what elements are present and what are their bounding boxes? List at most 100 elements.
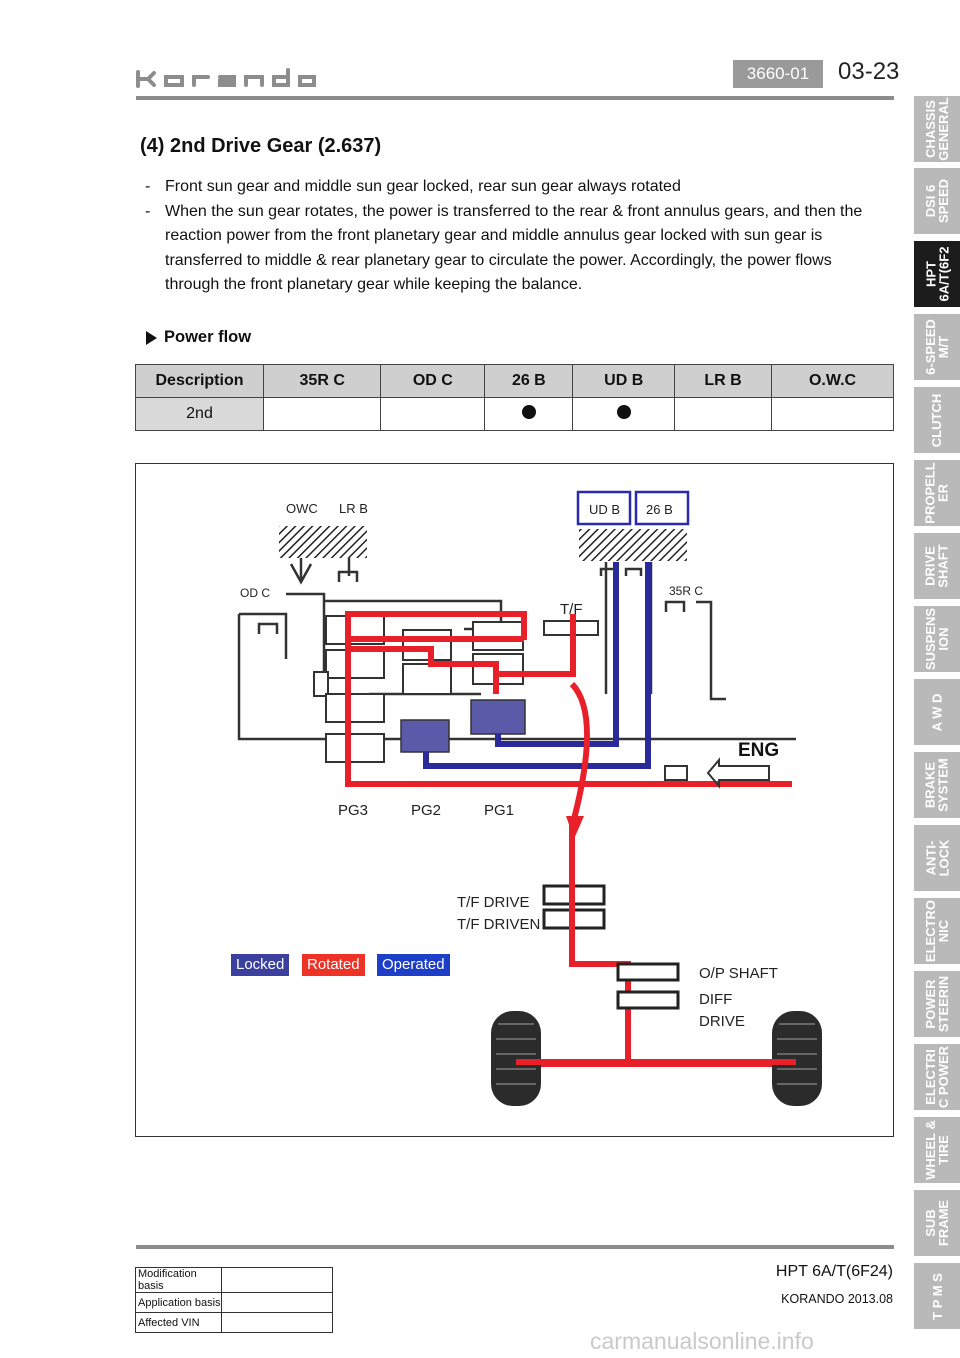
side-tab-label: ANTI-LOCK (923, 839, 951, 877)
35rc-label: 35R C (669, 584, 703, 598)
bullet-dash: - (145, 178, 151, 195)
tf-label: T/F (560, 601, 583, 618)
pg3-ring (325, 649, 385, 679)
engagement-cell (771, 397, 894, 431)
tf-drive-label: T/F DRIVE (457, 894, 530, 911)
side-tab-clutch[interactable]: CLUTCH (914, 387, 960, 453)
eng-label: ENG (738, 740, 779, 761)
pg2-sun-locked (400, 719, 450, 753)
header-divider (136, 96, 894, 100)
power-flow-heading: Power flow (146, 328, 251, 347)
bullet-item: - When the sun gear rotates, the power i… (145, 200, 885, 298)
column-header: 35R C (262, 364, 382, 398)
triangle-right-icon (146, 330, 157, 345)
korando-logo (136, 64, 316, 92)
pg2-ring (402, 663, 452, 695)
pg1-label: PG1 (484, 802, 514, 819)
pg2-ring (402, 629, 452, 661)
pg3-ring (325, 733, 385, 763)
column-header: LR B (673, 364, 773, 398)
legend-operated: Operated (377, 954, 450, 976)
pg3-ring (325, 693, 385, 723)
mod-value (221, 1267, 333, 1293)
pg2-label: PG2 (411, 802, 441, 819)
power-flow-heading-text: Power flow (164, 328, 252, 346)
drive-label: DRIVE (699, 1013, 745, 1030)
pg3-label: PG3 (338, 802, 368, 819)
side-tab-label: A W D (929, 693, 945, 731)
column-header: 26 B (484, 364, 574, 398)
side-tab-label: WHEEL &TIRE (923, 1120, 951, 1180)
column-header: OD C (380, 364, 486, 398)
engagement-cell (262, 397, 382, 431)
bullet-text: When the sun gear rotates, the power is … (165, 202, 863, 294)
ground-hatch (579, 529, 687, 561)
column-header: Description (135, 364, 264, 398)
engagement-cell (380, 397, 486, 431)
table-row: Application basis (135, 1292, 333, 1313)
lrb-label: LR B (339, 501, 368, 516)
odc-label: OD C (240, 586, 270, 600)
side-tab-anti-lock[interactable]: ANTI-LOCK (914, 825, 960, 891)
26b-box (634, 490, 690, 526)
mod-value (221, 1292, 333, 1313)
transmission-schematic: OWC LR B UD B 26 B OD C 35R C T/F ENG PG… (237, 490, 822, 1106)
engaged-dot-icon (521, 404, 536, 419)
power-flow-diagram: OWC LR B UD B 26 B OD C 35R C T/F ENG PG… (135, 463, 894, 1137)
diff-label: DIFF (699, 991, 732, 1008)
modification-table: Modification basis Application basis Aff… (135, 1267, 333, 1333)
footer-divider (136, 1245, 894, 1249)
udb-box (576, 490, 632, 526)
footer-model: KORANDO 2013.08 (781, 1292, 893, 1306)
right-wheel (772, 1011, 822, 1106)
engagement-cell (572, 397, 675, 431)
table-row: Affected VIN (135, 1312, 333, 1333)
side-tab-awd[interactable]: A W D (914, 679, 960, 745)
watermark: carmanualsonline.info (590, 1328, 814, 1354)
legend-rotated: Rotated (302, 954, 365, 976)
table-header-row: Description 35R C OD C 26 B UD B LR B O.… (135, 364, 894, 398)
side-tab-label: T P M S (929, 1272, 945, 1320)
page-number: 03-23 (838, 58, 900, 85)
side-tab-label: CLUTCH (929, 393, 945, 447)
side-tab-tpms[interactable]: T P M S (914, 1263, 960, 1329)
footer-title: HPT 6A/T(6F24) (775, 1263, 893, 1280)
engagement-cell (484, 397, 574, 431)
op-shaft-label: O/P SHAFT (699, 965, 778, 982)
bullet-item: - Front sun gear and middle sun gear loc… (145, 175, 885, 200)
eng-arrow (664, 765, 688, 781)
tf-driven-label: T/F DRIVEN (457, 916, 540, 933)
document-code-badge: 3660-01 (733, 60, 823, 88)
side-tab-wheel-tire[interactable]: WHEEL &TIRE (914, 1117, 960, 1183)
bullet-text: Front sun gear and middle sun gear locke… (165, 178, 681, 195)
26b-label: 26 B (646, 502, 673, 517)
engaged-dot-icon (616, 404, 631, 419)
table-row: 2nd (135, 397, 894, 431)
owc-label: OWC (286, 501, 318, 516)
ground-hatch (279, 526, 367, 558)
mod-label: Affected VIN (135, 1312, 222, 1333)
left-wheel (491, 1011, 541, 1106)
pg3-hub (313, 671, 329, 697)
